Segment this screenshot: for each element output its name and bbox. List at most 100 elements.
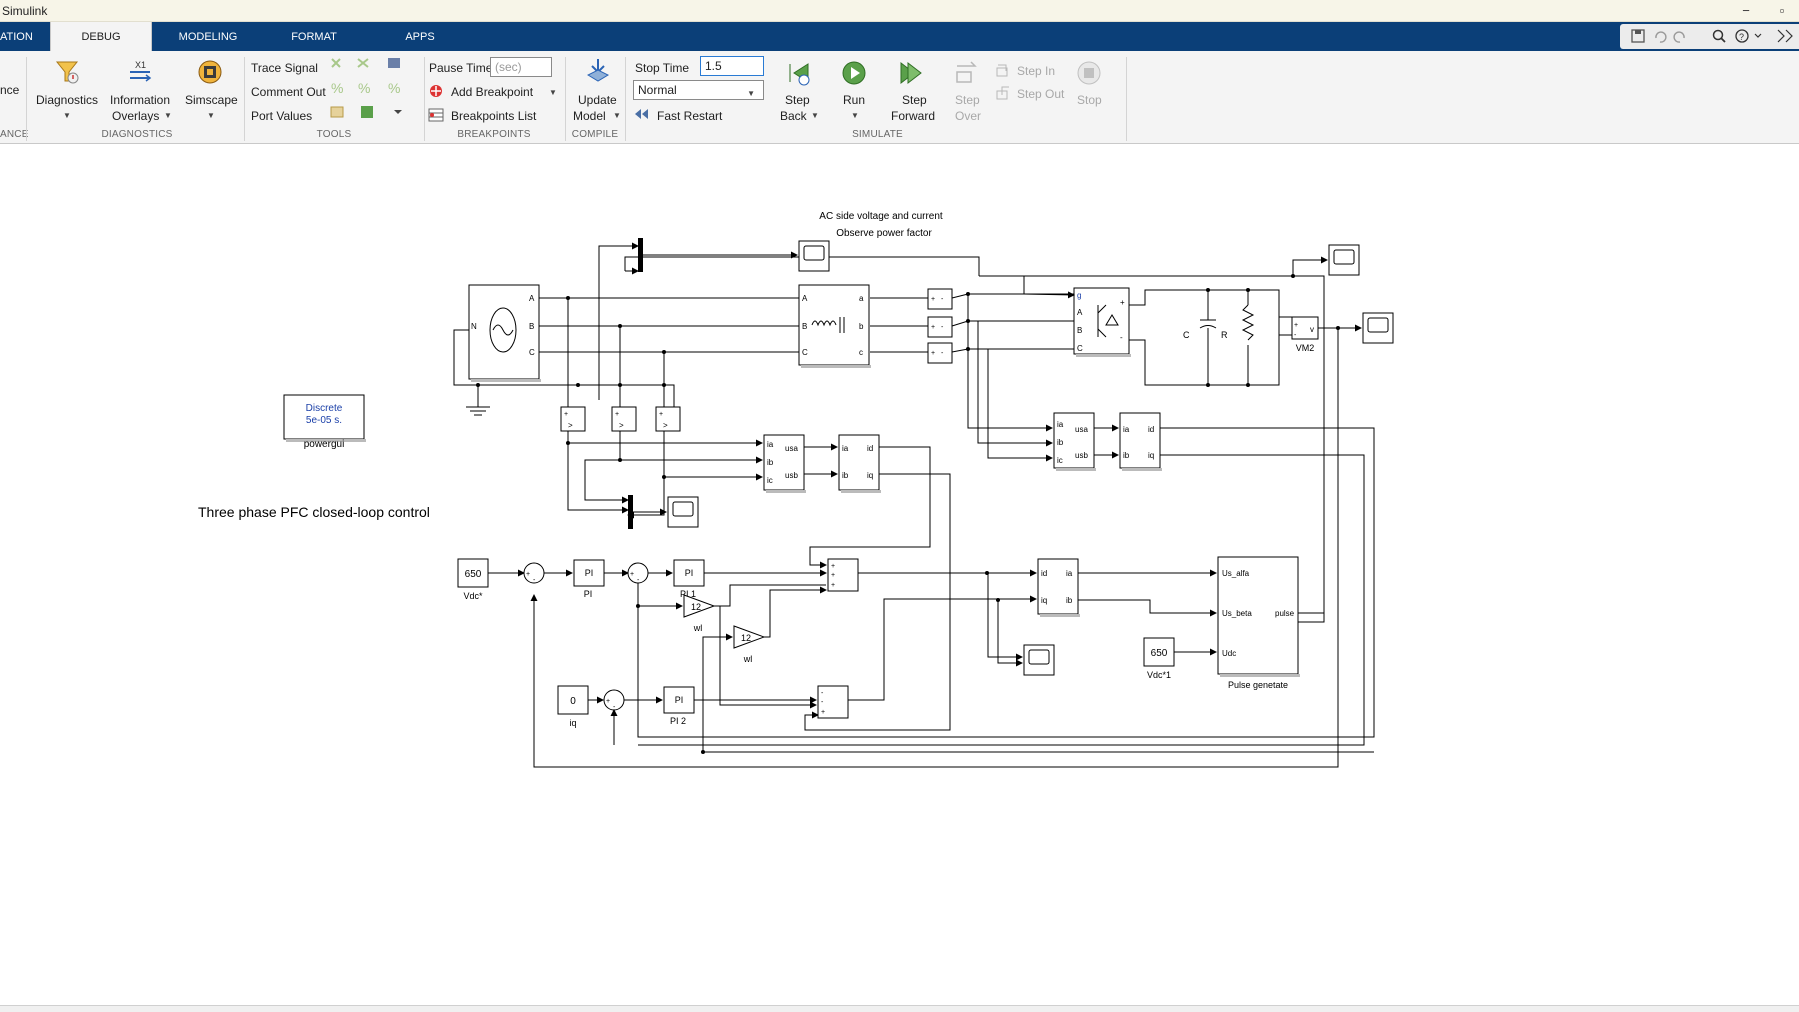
trace-remove-icon[interactable] bbox=[388, 58, 400, 68]
uncomment-icon[interactable]: % bbox=[388, 80, 400, 96]
update-model-label-1[interactable]: Update bbox=[578, 93, 617, 107]
trace-signal-button[interactable]: Trace Signal bbox=[251, 61, 318, 75]
tab-simulation[interactable]: ATION bbox=[0, 31, 33, 43]
scope-top-right[interactable] bbox=[1328, 244, 1360, 276]
gain-wl-bottom[interactable]: 12 wl bbox=[733, 625, 766, 664]
update-model-icon bbox=[586, 59, 610, 82]
redo-icon[interactable] bbox=[1673, 31, 1685, 43]
scope-ac-side[interactable] bbox=[798, 240, 830, 272]
simscape-button[interactable]: Simscape bbox=[185, 93, 238, 107]
gain-wl-top[interactable]: 12 wl bbox=[683, 594, 716, 633]
chevron-down-icon[interactable] bbox=[1754, 33, 1762, 38]
pi-controller-id[interactable]: PI PI 1 bbox=[673, 559, 705, 599]
comment-through-icon[interactable]: % bbox=[358, 80, 370, 96]
trace-downstream-icon[interactable] bbox=[357, 58, 369, 68]
stop-button[interactable]: Stop bbox=[1077, 93, 1102, 107]
voltage-measurement-b[interactable]: + > bbox=[611, 406, 637, 432]
diagnostics-button[interactable]: Diagnostics bbox=[36, 93, 99, 107]
voltage-measurement-c[interactable]: + > bbox=[655, 406, 681, 432]
sum-vdc-error[interactable]: + - bbox=[523, 562, 545, 584]
help-icon[interactable] bbox=[1735, 29, 1749, 43]
svg-text:ia: ia bbox=[1123, 425, 1130, 434]
undo-icon[interactable] bbox=[1655, 31, 1667, 43]
converter-bridge-block[interactable]: g A B C + - bbox=[1073, 287, 1131, 357]
pause-time-input[interactable]: (sec) bbox=[490, 57, 552, 77]
comment-out-button[interactable]: Comment Out bbox=[251, 85, 326, 99]
stop-time-input[interactable]: 1.5 bbox=[700, 56, 764, 76]
voltage-measurement-vm2[interactable]: + - v VM2 bbox=[1291, 316, 1319, 353]
search-icon[interactable] bbox=[1712, 29, 1724, 41]
tab-debug[interactable]: DEBUG bbox=[50, 22, 152, 51]
line-filter-block[interactable]: A B C a b c bbox=[798, 284, 871, 368]
clarke-transform-1[interactable]: ia ib ic usa usb bbox=[763, 434, 806, 493]
step-over-label-1[interactable]: Step bbox=[955, 93, 980, 107]
three-phase-source-block[interactable]: A B C N bbox=[468, 284, 541, 382]
tab-format[interactable]: FORMAT bbox=[291, 31, 337, 43]
tab-apps[interactable]: APPS bbox=[405, 31, 435, 43]
current-measurement-c[interactable]: + - bbox=[927, 342, 953, 364]
clarke-transform-2[interactable]: ia ib ic usa usb bbox=[1053, 412, 1096, 471]
information-overlays-label-1[interactable]: Information bbox=[110, 93, 171, 107]
run-icon[interactable] bbox=[841, 60, 867, 86]
breakpoints-list-button[interactable]: Breakpoints List bbox=[451, 109, 537, 123]
step-back-label-1[interactable]: Step bbox=[785, 93, 810, 107]
sum-ud[interactable]: + + + bbox=[827, 558, 859, 592]
scope-dc-voltage[interactable] bbox=[1362, 312, 1394, 344]
step-back-label-2[interactable]: Back bbox=[780, 109, 807, 123]
model-canvas[interactable]: AC side voltage and current Observe powe… bbox=[0, 145, 1799, 1005]
step-in-button[interactable]: Step In bbox=[1017, 64, 1056, 78]
simscape-dropdown-icon[interactable]: ▼ bbox=[207, 111, 215, 120]
constant-iq-ref[interactable]: 0 iq bbox=[557, 685, 589, 728]
collapse-ribbon-icon[interactable] bbox=[1777, 29, 1793, 43]
update-model-dropdown-icon[interactable]: ▼ bbox=[613, 111, 621, 120]
voltage-measurement-a[interactable]: + > bbox=[560, 406, 586, 432]
diagnostics-dropdown-icon[interactable]: ▼ bbox=[63, 111, 71, 120]
step-over-label-2[interactable]: Over bbox=[955, 109, 982, 123]
svg-text:ia: ia bbox=[842, 444, 849, 453]
pulse-generate-block[interactable]: Us_alfa Us_beta Udc pulse Pulse genetate bbox=[1217, 556, 1300, 690]
powergui-block[interactable]: Discrete 5e-05 s. powergui bbox=[283, 394, 366, 450]
sum-uq[interactable]: - - + bbox=[817, 685, 849, 719]
constant-vdc1[interactable]: 650 Vdc*1 bbox=[1143, 637, 1175, 680]
port-value-remove-icon[interactable] bbox=[361, 106, 373, 118]
tools-more-icon[interactable] bbox=[394, 110, 402, 114]
current-measurement-a[interactable]: + - bbox=[927, 288, 953, 310]
step-forward-label-1[interactable]: Step bbox=[902, 93, 927, 107]
fast-restart-button[interactable]: Fast Restart bbox=[657, 109, 723, 123]
constant-vdc-ref[interactable]: 650 Vdc* bbox=[457, 558, 489, 601]
sum-id-error[interactable]: + - bbox=[627, 562, 649, 584]
mux-bottom[interactable] bbox=[628, 495, 633, 529]
scope-clarke[interactable] bbox=[667, 496, 699, 528]
svg-text:A: A bbox=[1077, 308, 1083, 317]
park-transform-1[interactable]: ia ib id iq bbox=[838, 434, 881, 493]
maximize-button[interactable]: ▫ bbox=[1779, 3, 1785, 18]
scope-voltage-ref[interactable] bbox=[1023, 644, 1055, 676]
svg-text:+: + bbox=[526, 571, 530, 578]
run-dropdown-icon[interactable]: ▼ bbox=[851, 111, 859, 120]
park-transform-2[interactable]: ia ib id iq bbox=[1119, 412, 1162, 471]
overlays-dropdown-icon[interactable]: ▼ bbox=[164, 111, 172, 120]
update-model-label-2[interactable]: Model bbox=[573, 109, 606, 123]
minimize-button[interactable]: − bbox=[1742, 3, 1750, 18]
pi-controller-iq[interactable]: PI PI 2 bbox=[663, 686, 695, 726]
add-breakpoint-button[interactable]: Add Breakpoint bbox=[451, 85, 534, 99]
step-out-button[interactable]: Step Out bbox=[1017, 87, 1065, 101]
run-button[interactable]: Run bbox=[843, 93, 866, 107]
current-measurement-b[interactable]: + - bbox=[927, 316, 953, 338]
tab-modeling[interactable]: MODELING bbox=[178, 31, 238, 43]
port-values-button[interactable]: Port Values bbox=[251, 109, 313, 123]
information-overlays-label-2[interactable]: Overlays bbox=[112, 109, 160, 123]
inverse-park-transform[interactable]: id iq ia ib bbox=[1037, 558, 1080, 617]
trace-upstream-icon[interactable] bbox=[331, 58, 341, 68]
partial-button-label[interactable]: nce bbox=[0, 83, 20, 97]
comment-icon[interactable]: % bbox=[331, 80, 343, 96]
mux-top[interactable] bbox=[638, 238, 643, 272]
add-breakpoint-dropdown-icon[interactable]: ▼ bbox=[549, 88, 557, 97]
block-diagram[interactable]: AC side voltage and current Observe powe… bbox=[0, 145, 1799, 1005]
pi-controller-voltage[interactable]: PI PI bbox=[573, 559, 605, 599]
port-value-show-icon[interactable] bbox=[330, 106, 344, 118]
step-back-dropdown-icon[interactable]: ▼ bbox=[811, 111, 819, 120]
step-forward-label-2[interactable]: Forward bbox=[891, 109, 936, 123]
sum-iq-error[interactable]: + - bbox=[603, 689, 625, 711]
simulation-mode-select[interactable]: Normal ▼ bbox=[633, 80, 764, 100]
